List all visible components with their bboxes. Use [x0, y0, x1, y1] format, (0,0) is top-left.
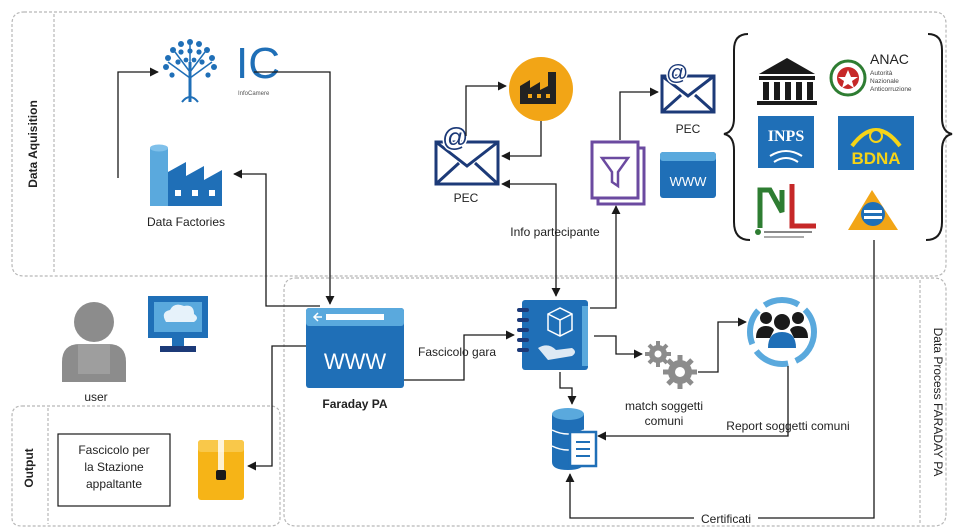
anac-title: ANAC — [870, 51, 909, 67]
arrow-pec-to-factory — [465, 81, 507, 136]
data-acquisition-region — [11, 11, 947, 277]
ic-tree-icon — [163, 39, 217, 103]
info-participant-label: Info partecipante — [510, 225, 600, 239]
fascicolo-output-line-3: appaltante — [86, 477, 142, 491]
faraday-label: Faraday PA — [322, 397, 387, 411]
arrow-binder-to-gears — [594, 335, 643, 359]
anac-line-1: Autorità — [870, 70, 893, 77]
arrow-pec-left-binder — [501, 179, 561, 297]
match-label-2: comuni — [645, 414, 684, 428]
government-building-icon — [757, 58, 817, 105]
www-window-icon-small — [660, 152, 716, 198]
anac-line-2: Nazionale — [870, 78, 899, 85]
agenzia-entrate-icon — [848, 190, 898, 230]
people-network-icon — [747, 297, 817, 367]
data-process-label: Data Process FARADAY PA — [931, 328, 945, 477]
binder-icon — [517, 300, 588, 370]
anac-line-3: Anticorruzione — [870, 86, 912, 93]
ml-logo-icon — [755, 184, 816, 238]
left-brace — [723, 33, 751, 241]
arrow-funnel-to-pec-right — [619, 87, 659, 140]
arrow-gears-to-people — [698, 317, 747, 373]
fascicolo-output-line-2: la Stazione — [84, 460, 144, 474]
inps-icon — [758, 116, 814, 168]
faraday-www-text: WWW — [324, 349, 387, 374]
pec-mail-icon-right: @ — [660, 59, 716, 114]
arrow-faraday-to-factories — [233, 169, 320, 307]
data-factories-label: Data Factories — [147, 215, 225, 229]
pec-label-left: PEC — [454, 191, 479, 205]
arrow-ic-to-faraday — [254, 71, 335, 305]
match-label-1: match soggetti — [625, 399, 703, 413]
output-region — [11, 405, 281, 527]
certificati-bg — [694, 511, 758, 525]
arrow-factory-to-pec — [501, 121, 542, 161]
faraday-www-window-icon — [306, 308, 404, 388]
www-small-text: WWW — [670, 174, 708, 189]
monitor-icon — [148, 296, 208, 352]
data-factory-icon — [150, 144, 222, 206]
factory-icon — [509, 57, 573, 121]
bdna-icon — [838, 116, 914, 170]
arrow-binder-to-funnel — [590, 205, 621, 309]
certificati-label: Certificati — [701, 512, 751, 526]
arrow-factories-to-ic — [117, 67, 159, 178]
arrow-faraday-to-zip — [247, 345, 306, 471]
fascicolo-output-box — [57, 433, 171, 507]
user-label: user — [84, 390, 107, 404]
right-brace — [925, 33, 953, 241]
fascicolo-output-line-1: Fascicolo per — [78, 443, 149, 457]
database-doc-icon — [551, 408, 598, 470]
inps-text: INPS — [768, 128, 805, 145]
arrow-report-to-database — [597, 366, 789, 441]
data-process-region — [283, 277, 947, 527]
pec-mail-icon-left: @ — [434, 121, 500, 186]
pec-label-right: PEC — [676, 122, 701, 136]
gears-icon — [645, 341, 697, 389]
output-label: Output — [22, 448, 36, 487]
fascicolo-gara-label: Fascicolo gara — [418, 345, 496, 359]
bdna-text: BDNA — [851, 149, 900, 168]
ic-logo-subtext: InfoCamere — [238, 91, 270, 97]
zip-folder-icon — [198, 440, 244, 500]
svg-text:@: @ — [442, 122, 468, 152]
anac-seal-icon — [829, 59, 867, 97]
arrow-binder-to-database — [559, 372, 577, 405]
funnel-doc-icon — [590, 140, 646, 206]
arrow-faraday-to-binder — [404, 330, 515, 381]
ic-logo-text: IC — [236, 39, 280, 88]
data-acquisition-label: Data Aquisition — [26, 100, 40, 188]
svg-text:@: @ — [666, 60, 688, 85]
user-icon — [62, 302, 126, 382]
